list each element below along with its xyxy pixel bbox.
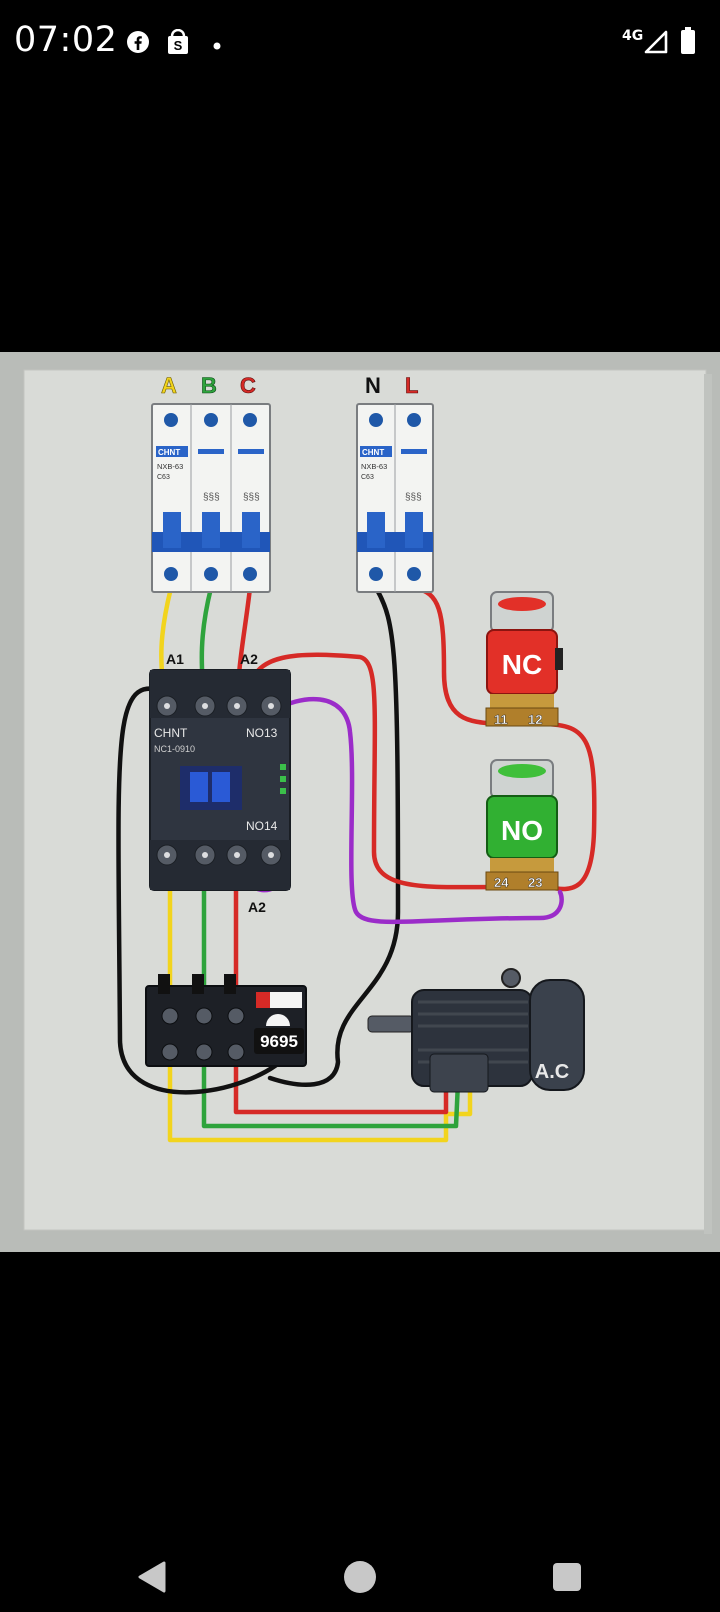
svg-text:§§§: §§§ — [243, 492, 260, 503]
nc-terminal-11: 11 — [494, 712, 508, 727]
phase-label-a: A — [161, 373, 177, 398]
wire-purple-no13 — [269, 696, 564, 925]
recents-icon[interactable] — [552, 1562, 582, 1597]
status-clock: 07:02 — [14, 20, 118, 60]
home-icon[interactable] — [343, 1560, 377, 1599]
phase-label-c: C — [240, 373, 256, 398]
contactor-model: NC1-0910 — [154, 744, 195, 754]
breaker-2p-brand: CHNT — [362, 448, 384, 457]
notification-dot-icon — [213, 37, 221, 55]
network-type: 4G — [622, 28, 644, 44]
wire-red-a2 — [247, 652, 501, 890]
no-terminal-23: 23 — [528, 875, 542, 890]
breaker-2-pole: CHNT NXB-63 C63 §§§ — [356, 403, 434, 593]
label-n: N — [365, 373, 381, 398]
overload-relay-label: 9695 — [260, 1032, 298, 1051]
wire-red-l-nc — [411, 585, 503, 727]
navigation-bar — [0, 1520, 720, 1612]
nc-button-label: NC — [502, 649, 542, 680]
contactor: CHNT NC1-0910 NO13 NO14 — [149, 669, 291, 891]
no-terminal-24: 24 — [494, 875, 509, 890]
motor-label: A.C — [535, 1061, 569, 1083]
label-l: L — [405, 373, 418, 398]
nc-terminal-12: 12 — [528, 712, 542, 727]
shop-icon: S — [166, 28, 190, 60]
battery-icon — [680, 27, 696, 60]
no-push-button: NO 24 23 — [485, 759, 559, 891]
breaker-3p-model: NXB-63 — [157, 462, 183, 471]
wire-black-a1 — [116, 686, 293, 1095]
breaker-2p-model: NXB-63 — [361, 462, 387, 471]
wiring-diagram-image: CHNT NXB-63 C63 §§§ §§§ A B C CHNT NXB-6… — [0, 352, 720, 1252]
svg-text:S: S — [174, 38, 183, 53]
status-bar: 07:02 S 4G — [0, 0, 720, 84]
svg-text:§§§: §§§ — [405, 492, 422, 503]
breaker-2p-rating: C63 — [361, 474, 374, 481]
contactor-a2-bottom-label: A2 — [248, 899, 266, 915]
nc-push-button: NC 11 12 — [485, 591, 563, 727]
ac-motor: A.C — [367, 968, 585, 1093]
facebook-icon — [126, 30, 150, 59]
phase-label-b: B — [201, 373, 217, 398]
breaker-3p-brand: CHNT — [158, 448, 180, 457]
breaker-3-pole: CHNT NXB-63 C63 §§§ §§§ — [151, 403, 271, 593]
contactor-a1-label: A1 — [166, 651, 184, 667]
svg-text:§§§: §§§ — [203, 492, 220, 503]
no-button-label: NO — [501, 815, 543, 846]
contactor-no14: NO14 — [246, 819, 278, 833]
wire-black-neutral — [267, 585, 401, 1087]
overload-relay: 9695 — [145, 974, 307, 1067]
breaker-3p-rating: C63 — [157, 474, 170, 481]
back-icon[interactable] — [136, 1560, 168, 1599]
contactor-brand: CHNT — [154, 726, 188, 740]
contactor-a2-top-label: A2 — [240, 651, 258, 667]
wire-red-nc-no — [539, 721, 597, 892]
signal-icon — [644, 30, 668, 59]
contactor-no13: NO13 — [246, 726, 278, 740]
